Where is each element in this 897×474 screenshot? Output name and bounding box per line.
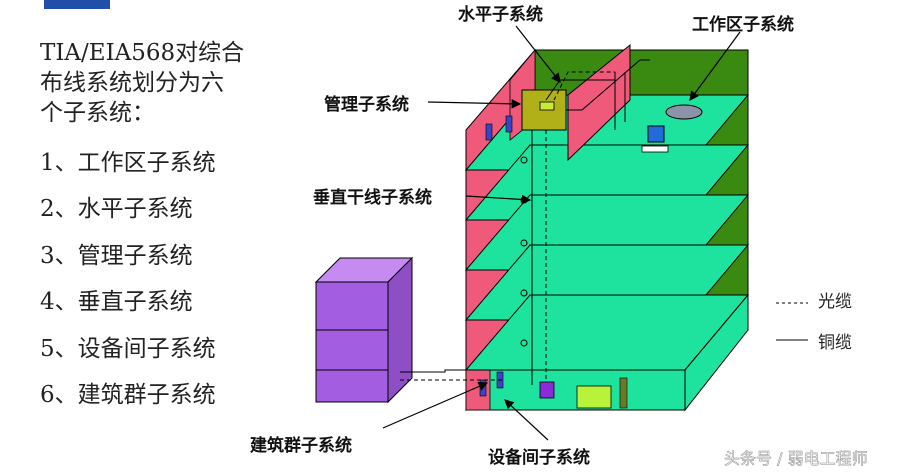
legend: 光缆 铜缆 bbox=[776, 292, 852, 353]
subsystem-item: 1、工作区子系统 bbox=[40, 150, 216, 176]
subsystem-item: 6、建筑群子系统 bbox=[40, 381, 216, 408]
equipment-switch bbox=[539, 381, 555, 399]
ground-floor-side bbox=[684, 293, 749, 412]
legend-copper-label: 铜缆 bbox=[818, 333, 852, 353]
backbone-cables bbox=[531, 130, 547, 385]
intro-line: TIA/EIA568对综合 bbox=[40, 40, 245, 66]
subsystem-item: 5、设备间子系统 bbox=[40, 335, 216, 362]
subsystem-list: 1、工作区子系统 2、水平子系统 3、管理子系统 4、垂直子系统 5、设备间子系… bbox=[40, 148, 216, 426]
rack-device bbox=[485, 123, 493, 141]
subsystem-item: 4、垂直子系统 bbox=[40, 289, 193, 316]
intro-line: 个子系统： bbox=[40, 100, 155, 126]
outlet bbox=[520, 339, 528, 347]
equipment-server bbox=[576, 385, 612, 409]
intro-text: TIA/EIA568对综合 布线系统划分为六 个子系统： bbox=[40, 38, 244, 128]
label-horizontal: 水平子系统 bbox=[458, 4, 543, 25]
campus-cables bbox=[400, 369, 520, 381]
campus-building bbox=[314, 256, 414, 404]
watermark: 头条号 / 弱电工程师 bbox=[724, 449, 868, 468]
subsystem-item: 2、水平子系统 bbox=[40, 196, 193, 223]
floor-slabs bbox=[464, 94, 750, 371]
label-campus: 建筑群子系统 bbox=[250, 435, 352, 456]
horizontal-cables bbox=[545, 59, 650, 130]
computer-monitor-icon bbox=[647, 125, 665, 143]
label-work-area: 工作区子系统 bbox=[692, 14, 794, 35]
outlet bbox=[520, 289, 528, 297]
subsystem-item: 3、管理子系统 bbox=[40, 242, 193, 269]
computer-keyboard-icon bbox=[641, 145, 669, 153]
intro-line: 布线系统划分为六 bbox=[40, 70, 224, 96]
rack-device bbox=[505, 115, 513, 133]
outlet bbox=[520, 156, 528, 164]
equipment-tower bbox=[619, 377, 628, 409]
callout-arrows bbox=[382, 25, 741, 441]
telephone-icon bbox=[665, 104, 703, 120]
label-backbone: 垂直干线子系统 bbox=[313, 187, 432, 208]
legend-fiber-label: 光缆 bbox=[818, 292, 852, 312]
slide-corner-tab bbox=[44, 0, 110, 9]
patch-panel bbox=[539, 101, 555, 111]
equipment-rack bbox=[479, 379, 487, 397]
label-management: 管理子系统 bbox=[324, 94, 409, 115]
label-equipment-room: 设备间子系统 bbox=[488, 447, 590, 468]
outlet bbox=[520, 239, 528, 247]
